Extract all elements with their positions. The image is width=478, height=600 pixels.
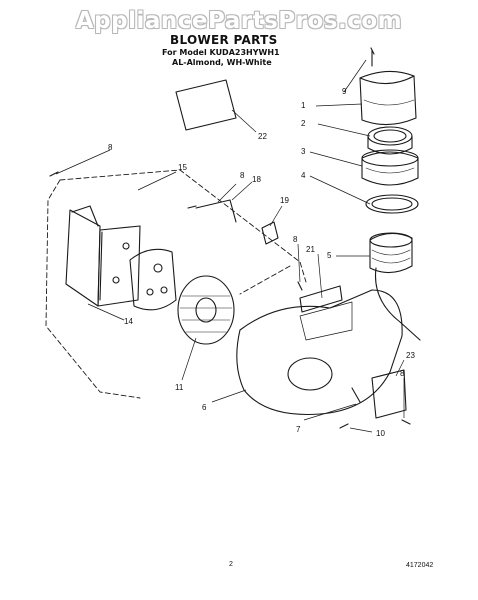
page-number: 2 xyxy=(229,561,233,568)
callout-2: 2 xyxy=(301,119,306,128)
color-subtitle: AL-Almond, WH-White xyxy=(172,58,272,67)
part-duct-connector xyxy=(369,232,413,274)
callout-8-right: 8 xyxy=(400,369,405,378)
callout-1: 1 xyxy=(301,101,306,110)
part-screw-7 xyxy=(351,387,361,403)
callout-22: 22 xyxy=(258,132,267,141)
part-filter-housing xyxy=(361,151,419,186)
callout-15: 15 xyxy=(178,163,187,172)
callout-6: 6 xyxy=(202,403,207,412)
model-subtitle: For Model KUDA23HYWH1 xyxy=(162,48,280,57)
part-screw-8d xyxy=(401,419,411,425)
assembly-outline xyxy=(45,169,307,399)
callout-9: 9 xyxy=(342,87,347,96)
callout-14: 14 xyxy=(124,317,133,326)
callout-8-mid: 8 xyxy=(240,171,245,180)
callout-11: 11 xyxy=(175,383,184,392)
callout-8-center: 8 xyxy=(293,235,298,244)
part-gasket-ring xyxy=(365,194,419,214)
part-screw-8b xyxy=(187,205,197,209)
callout-labels: 9 1 2 22 3 4 8 15 8 18 19 8 21 5 14 23 8… xyxy=(108,87,415,438)
part-blower-wheel xyxy=(177,275,235,345)
leader-lines xyxy=(55,59,405,433)
part-screw-8a xyxy=(49,171,59,177)
callout-10: 10 xyxy=(376,429,385,438)
part-motor-face xyxy=(129,248,177,311)
watermark-text: AppliancePartsPros.com xyxy=(75,8,403,34)
part-motor-bracket xyxy=(97,225,141,307)
part-bracket-23 xyxy=(371,369,407,419)
part-blower-cap xyxy=(359,70,417,126)
part-screw-top xyxy=(370,47,375,67)
part-blower-housing xyxy=(236,289,403,416)
diagram-title: BLOWER PARTS xyxy=(170,33,278,47)
callout-18: 18 xyxy=(252,175,261,184)
callout-3: 3 xyxy=(301,147,306,156)
callout-19: 19 xyxy=(280,196,289,205)
callout-7: 7 xyxy=(296,425,301,434)
part-screw-8c xyxy=(297,281,303,291)
part-control-strip xyxy=(299,285,343,313)
callout-5: 5 xyxy=(327,251,332,260)
document-number: 4172042 xyxy=(406,562,434,569)
part-wire-harness xyxy=(195,199,237,223)
part-gasket-sheet xyxy=(175,79,237,131)
callout-23: 23 xyxy=(406,351,415,360)
part-screw-10 xyxy=(339,423,349,429)
callout-4: 4 xyxy=(301,171,306,180)
callout-21: 21 xyxy=(306,245,315,254)
callout-8-left: 8 xyxy=(108,143,113,152)
part-switch-19 xyxy=(261,221,279,245)
